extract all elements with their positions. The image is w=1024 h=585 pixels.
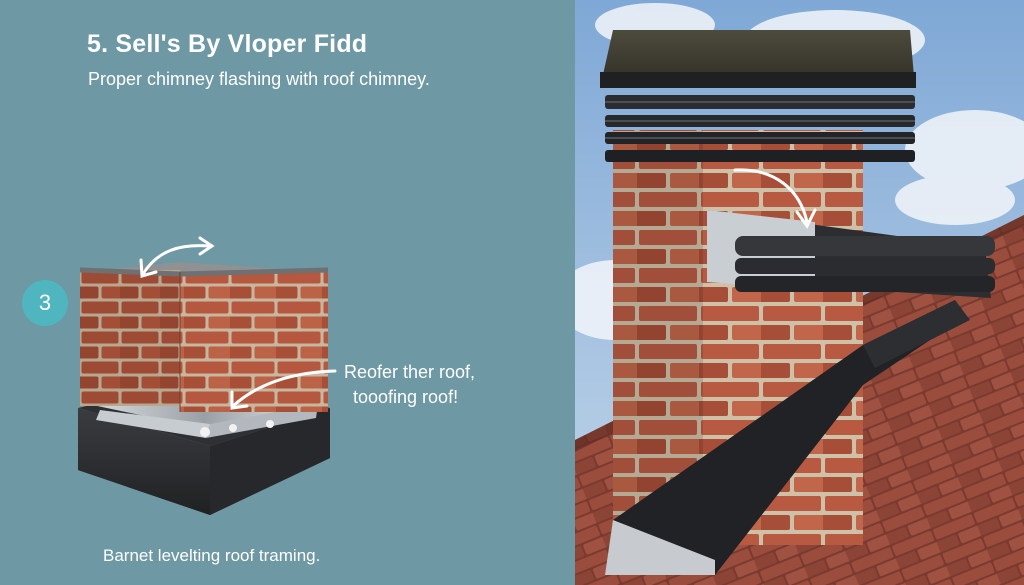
chimney-photo (575, 0, 1024, 585)
curved-arrow-top (139, 236, 215, 278)
callout-text: Reofer ther roof, tooofing roof! (344, 360, 475, 410)
callout-line-2: tooofing roof! (353, 387, 459, 407)
illustration-panel: 5. Sell's By Vloper Fidd Proper chimney … (22, 30, 476, 565)
chimney-photo-scene (575, 0, 1024, 585)
step-number-badge: 3 (22, 280, 68, 326)
chimney-body (613, 130, 863, 545)
chimney-cap (600, 30, 916, 162)
brick-block (79, 262, 330, 412)
step-flashing (605, 300, 970, 575)
chimney-diagram (78, 236, 337, 515)
photo-arrow (733, 168, 817, 229)
callout-line-1: Reofer ther roof, (344, 362, 476, 382)
page-title: 5. Sell's By Vloper Fidd (87, 30, 368, 58)
callout-arrow (230, 369, 337, 410)
page-subtitle: Proper chimney flashing with roof chimne… (88, 69, 430, 89)
bottom-caption: Barnet levelting roof traming. (103, 546, 321, 565)
counter-flashing (707, 210, 995, 298)
